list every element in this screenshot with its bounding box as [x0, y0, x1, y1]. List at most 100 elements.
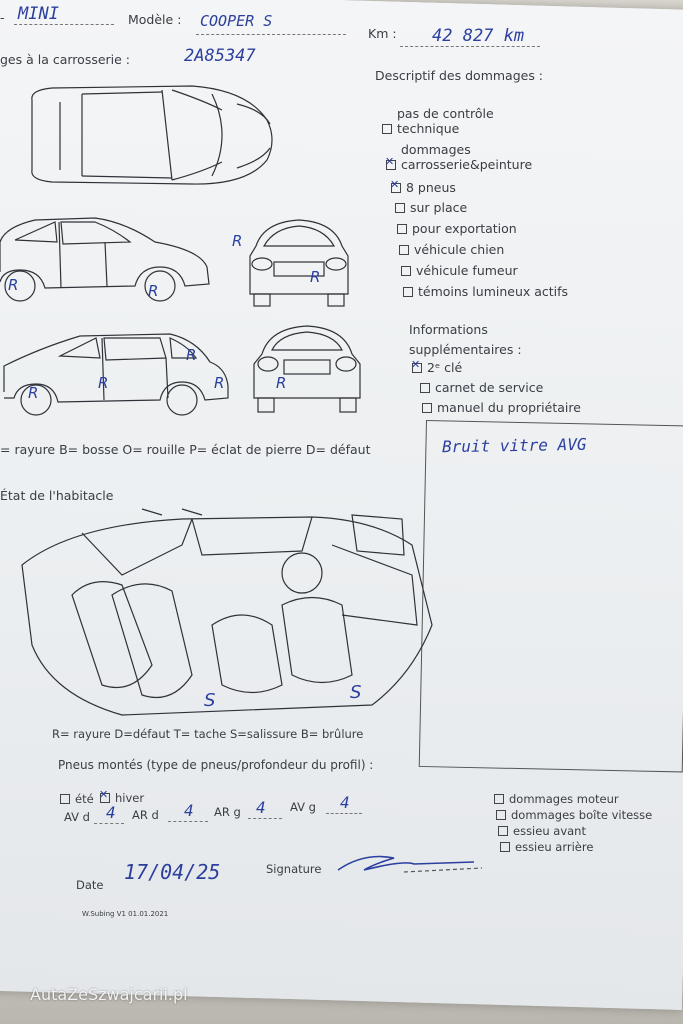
brand-dash: - [0, 10, 5, 25]
km-label: Km : [368, 26, 397, 41]
date-value: 17/04/25 [124, 860, 221, 884]
body-legend: = rayure B= bosse O= rouille P= éclat de… [0, 442, 371, 457]
damage-item-label-0: pas de contrôle technique [397, 106, 494, 136]
damage-mark-r: R [276, 374, 287, 392]
tires-label: Pneus montés (type de pneus/profondeur d… [58, 758, 374, 772]
car-front-view-drawing [249, 219, 349, 307]
damage-item-label-3: sur place [410, 200, 468, 215]
body-damage-label: ges à la carrosserie : [0, 52, 131, 67]
damage-description-title: Descriptif des dommages : [375, 68, 544, 83]
ar-d-line [168, 821, 208, 822]
damage-item-label-6: véhicule fumeur [416, 263, 518, 278]
mech-item-label-3: essieu arrière [515, 840, 594, 854]
damage-item-body-paint[interactable]: dommages carrosserie&peinture [385, 142, 551, 172]
brand-line [14, 24, 114, 25]
av-g-value: 4 [340, 793, 350, 812]
info-item-owner-manual[interactable]: manuel du propriétaire [422, 400, 581, 415]
damage-mark-r: R [98, 374, 109, 392]
info-checkbox-2[interactable] [422, 402, 432, 413]
damage-checkbox-3[interactable] [395, 202, 405, 213]
car-side-right-drawing [3, 333, 229, 416]
interior-title: État de l'habitacle [0, 488, 114, 503]
info-item-label-2: manuel du propriétaire [437, 400, 581, 415]
damage-item-on-site[interactable]: sur place [395, 200, 467, 215]
interior-drawing [21, 508, 433, 716]
date-label: Date [76, 878, 104, 892]
mech-item-label-2: essieu avant [513, 824, 586, 838]
mech-checkbox-2[interactable] [498, 825, 508, 836]
car-side-left-drawing [0, 217, 210, 302]
watermark: AutaZeSzwajcarii.pl [30, 985, 188, 1004]
mech-checkbox-3[interactable] [500, 841, 510, 852]
info-item-second-key[interactable]: 2ᵉ clé [411, 358, 462, 376]
mech-item-front-axle[interactable]: essieu avant [498, 824, 586, 838]
tires-summer-option[interactable]: été [60, 792, 94, 806]
damage-checkbox-4[interactable] [397, 223, 407, 234]
mech-item-rear-axle[interactable]: essieu arrière [500, 840, 593, 854]
ar-g-line [248, 818, 282, 819]
info-item-label-1: carnet de service [435, 380, 544, 395]
av-d-value: 4 [106, 803, 116, 822]
damage-checkbox-1[interactable] [385, 155, 396, 170]
mech-item-label-1: dommages boîte vitesse [511, 808, 653, 822]
additional-info-title: Informations supplémentaires : [409, 322, 522, 357]
damage-mark-r: R [148, 282, 159, 300]
damage-checkbox-7[interactable] [403, 286, 413, 297]
damage-item-no-inspection[interactable]: pas de contrôle technique [382, 106, 527, 136]
damage-mark-r: R [186, 346, 197, 364]
notes-value: Bruit vitre AVG [441, 434, 587, 457]
info-item-service-book[interactable]: carnet de service [420, 380, 543, 395]
tires-winter-option[interactable]: hiver [99, 788, 145, 806]
damage-item-label-5: véhicule chien [414, 242, 505, 257]
av-d-label: AV d [64, 810, 90, 824]
car-top-view-drawing [31, 85, 273, 185]
mech-item-engine[interactable]: dommages moteur [494, 792, 619, 806]
damage-item-dog[interactable]: véhicule chien [399, 242, 504, 257]
damage-mark-r: R [28, 384, 39, 402]
version-text: W.Subing V1 01.01.2021 [82, 910, 169, 918]
mech-checkbox-0[interactable] [494, 793, 504, 804]
ar-d-label: AR d [132, 808, 159, 822]
interior-mark-s: S [350, 682, 362, 703]
damage-mark-r: R [310, 268, 321, 286]
av-g-line [326, 813, 362, 814]
damage-item-tires[interactable]: 8 pneus [390, 178, 456, 196]
tires-summer-label: été [75, 792, 94, 806]
tires-summer-checkbox[interactable] [60, 793, 70, 804]
km-value: 42 827 km [432, 26, 525, 46]
model-value: COOPER S [200, 12, 273, 30]
damage-item-smoker[interactable]: véhicule fumeur [401, 263, 518, 278]
av-d-line [94, 823, 124, 824]
ar-g-value: 4 [256, 798, 266, 817]
av-g-label: AV g [290, 800, 316, 814]
damage-checkbox-0[interactable] [382, 123, 392, 134]
model-label: Modèle : [128, 12, 182, 27]
mech-checkbox-1[interactable] [496, 809, 506, 820]
car-rear-view-drawing [253, 325, 361, 413]
ar-d-value: 4 [184, 801, 194, 820]
interior-legend: R= rayure D=défaut T= tache S=salissure … [52, 727, 364, 741]
damage-item-label-1: dommages carrosserie&peinture [401, 142, 533, 172]
damage-mark-r: R [232, 232, 243, 250]
ar-g-label: AR g [214, 805, 241, 819]
damage-checkbox-5[interactable] [399, 244, 409, 255]
tires-winter-label: hiver [115, 791, 145, 805]
damage-item-label-4: pour exportation [412, 221, 517, 236]
brand-value: MINI [18, 4, 59, 24]
tires-winter-checkbox[interactable] [99, 788, 110, 803]
damage-checkbox-2[interactable] [390, 178, 401, 193]
damage-item-warning-lights[interactable]: témoins lumineux actifs [403, 284, 568, 299]
info-checkbox-1[interactable] [420, 382, 430, 393]
damage-item-label-7: témoins lumineux actifs [418, 284, 569, 299]
damage-item-label-2: 8 pneus [406, 180, 456, 195]
info-checkbox-0[interactable] [411, 358, 422, 373]
notes-box[interactable] [418, 420, 683, 773]
damage-checkbox-6[interactable] [401, 265, 411, 276]
model-line [196, 34, 346, 35]
signature-label: Signature [266, 862, 322, 876]
damage-mark-r: R [214, 374, 225, 392]
damage-mark-r: R [8, 276, 19, 294]
mech-item-gearbox[interactable]: dommages boîte vitesse [496, 808, 652, 822]
damage-item-export[interactable]: pour exportation [397, 221, 517, 236]
mech-item-label-0: dommages moteur [509, 792, 619, 806]
